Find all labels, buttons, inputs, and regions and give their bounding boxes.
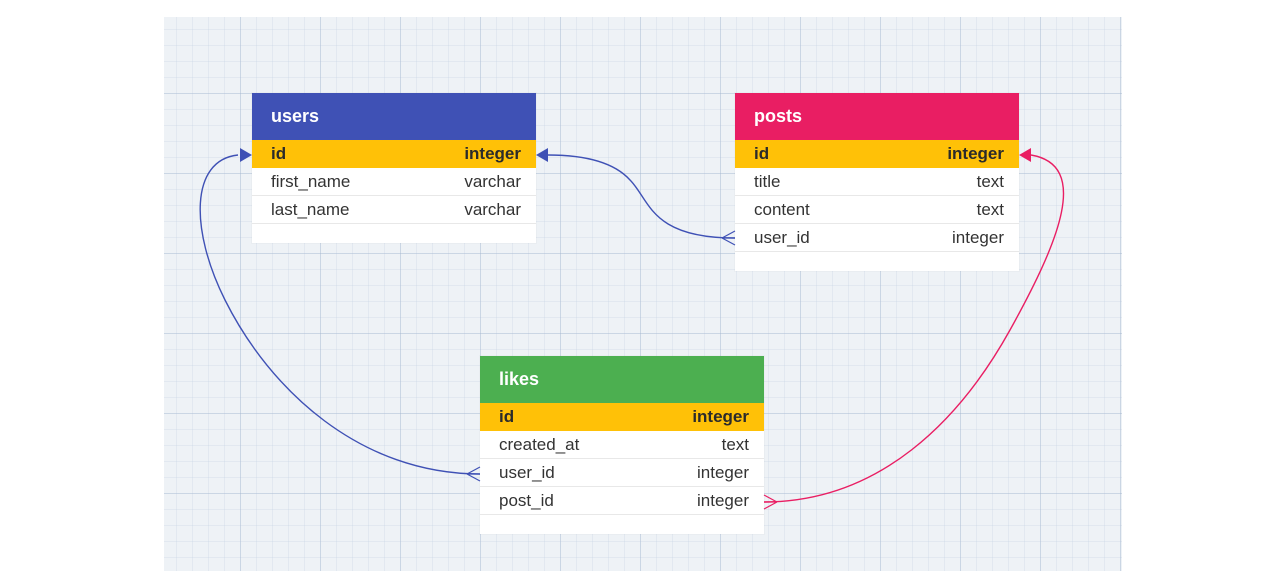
column-type: varchar (464, 200, 521, 219)
table-footer (735, 252, 1019, 271)
table-title: users (271, 106, 320, 126)
column-name: id (499, 407, 515, 426)
column-row[interactable]: last_name varchar (252, 196, 536, 224)
column-name: last_name (271, 200, 350, 219)
column-name: id (754, 144, 770, 163)
table-users[interactable]: users id integer first_name varchar last… (252, 93, 536, 243)
column-row[interactable]: content text (735, 196, 1019, 224)
column-row[interactable]: title text (735, 168, 1019, 196)
table-footer (252, 224, 536, 243)
pk-row[interactable]: id integer (480, 403, 764, 431)
column-type: integer (464, 144, 521, 163)
column-row[interactable]: user_id integer (480, 459, 764, 487)
column-name: id (271, 144, 287, 163)
column-name: post_id (499, 491, 554, 510)
column-type: text (721, 435, 749, 454)
column-type: text (976, 200, 1004, 219)
table-header-users: users (252, 93, 536, 140)
column-name: user_id (754, 228, 810, 247)
column-type: integer (697, 491, 749, 510)
pk-row[interactable]: id integer (735, 140, 1019, 168)
column-name: created_at (499, 435, 580, 454)
column-row[interactable]: created_at text (480, 431, 764, 459)
column-name: user_id (499, 463, 555, 482)
pk-row[interactable]: id integer (252, 140, 536, 168)
table-likes[interactable]: likes id integer created_at text user_id… (480, 356, 764, 534)
column-name: first_name (271, 172, 351, 191)
column-type: integer (952, 228, 1004, 247)
column-row[interactable]: user_id integer (735, 224, 1019, 252)
table-footer (480, 515, 764, 534)
column-row[interactable]: post_id integer (480, 487, 764, 515)
column-name: title (754, 172, 781, 191)
column-type: integer (692, 407, 749, 426)
column-type: integer (697, 463, 749, 482)
table-title: likes (499, 369, 540, 389)
table-posts[interactable]: posts id integer title text content text… (735, 93, 1019, 271)
column-type: varchar (464, 172, 521, 191)
table-title: posts (754, 106, 803, 126)
table-header-likes: likes (480, 356, 764, 403)
column-type: text (976, 172, 1004, 191)
column-row[interactable]: first_name varchar (252, 168, 536, 196)
column-type: integer (947, 144, 1004, 163)
table-header-posts: posts (735, 93, 1019, 140)
column-name: content (754, 200, 810, 219)
